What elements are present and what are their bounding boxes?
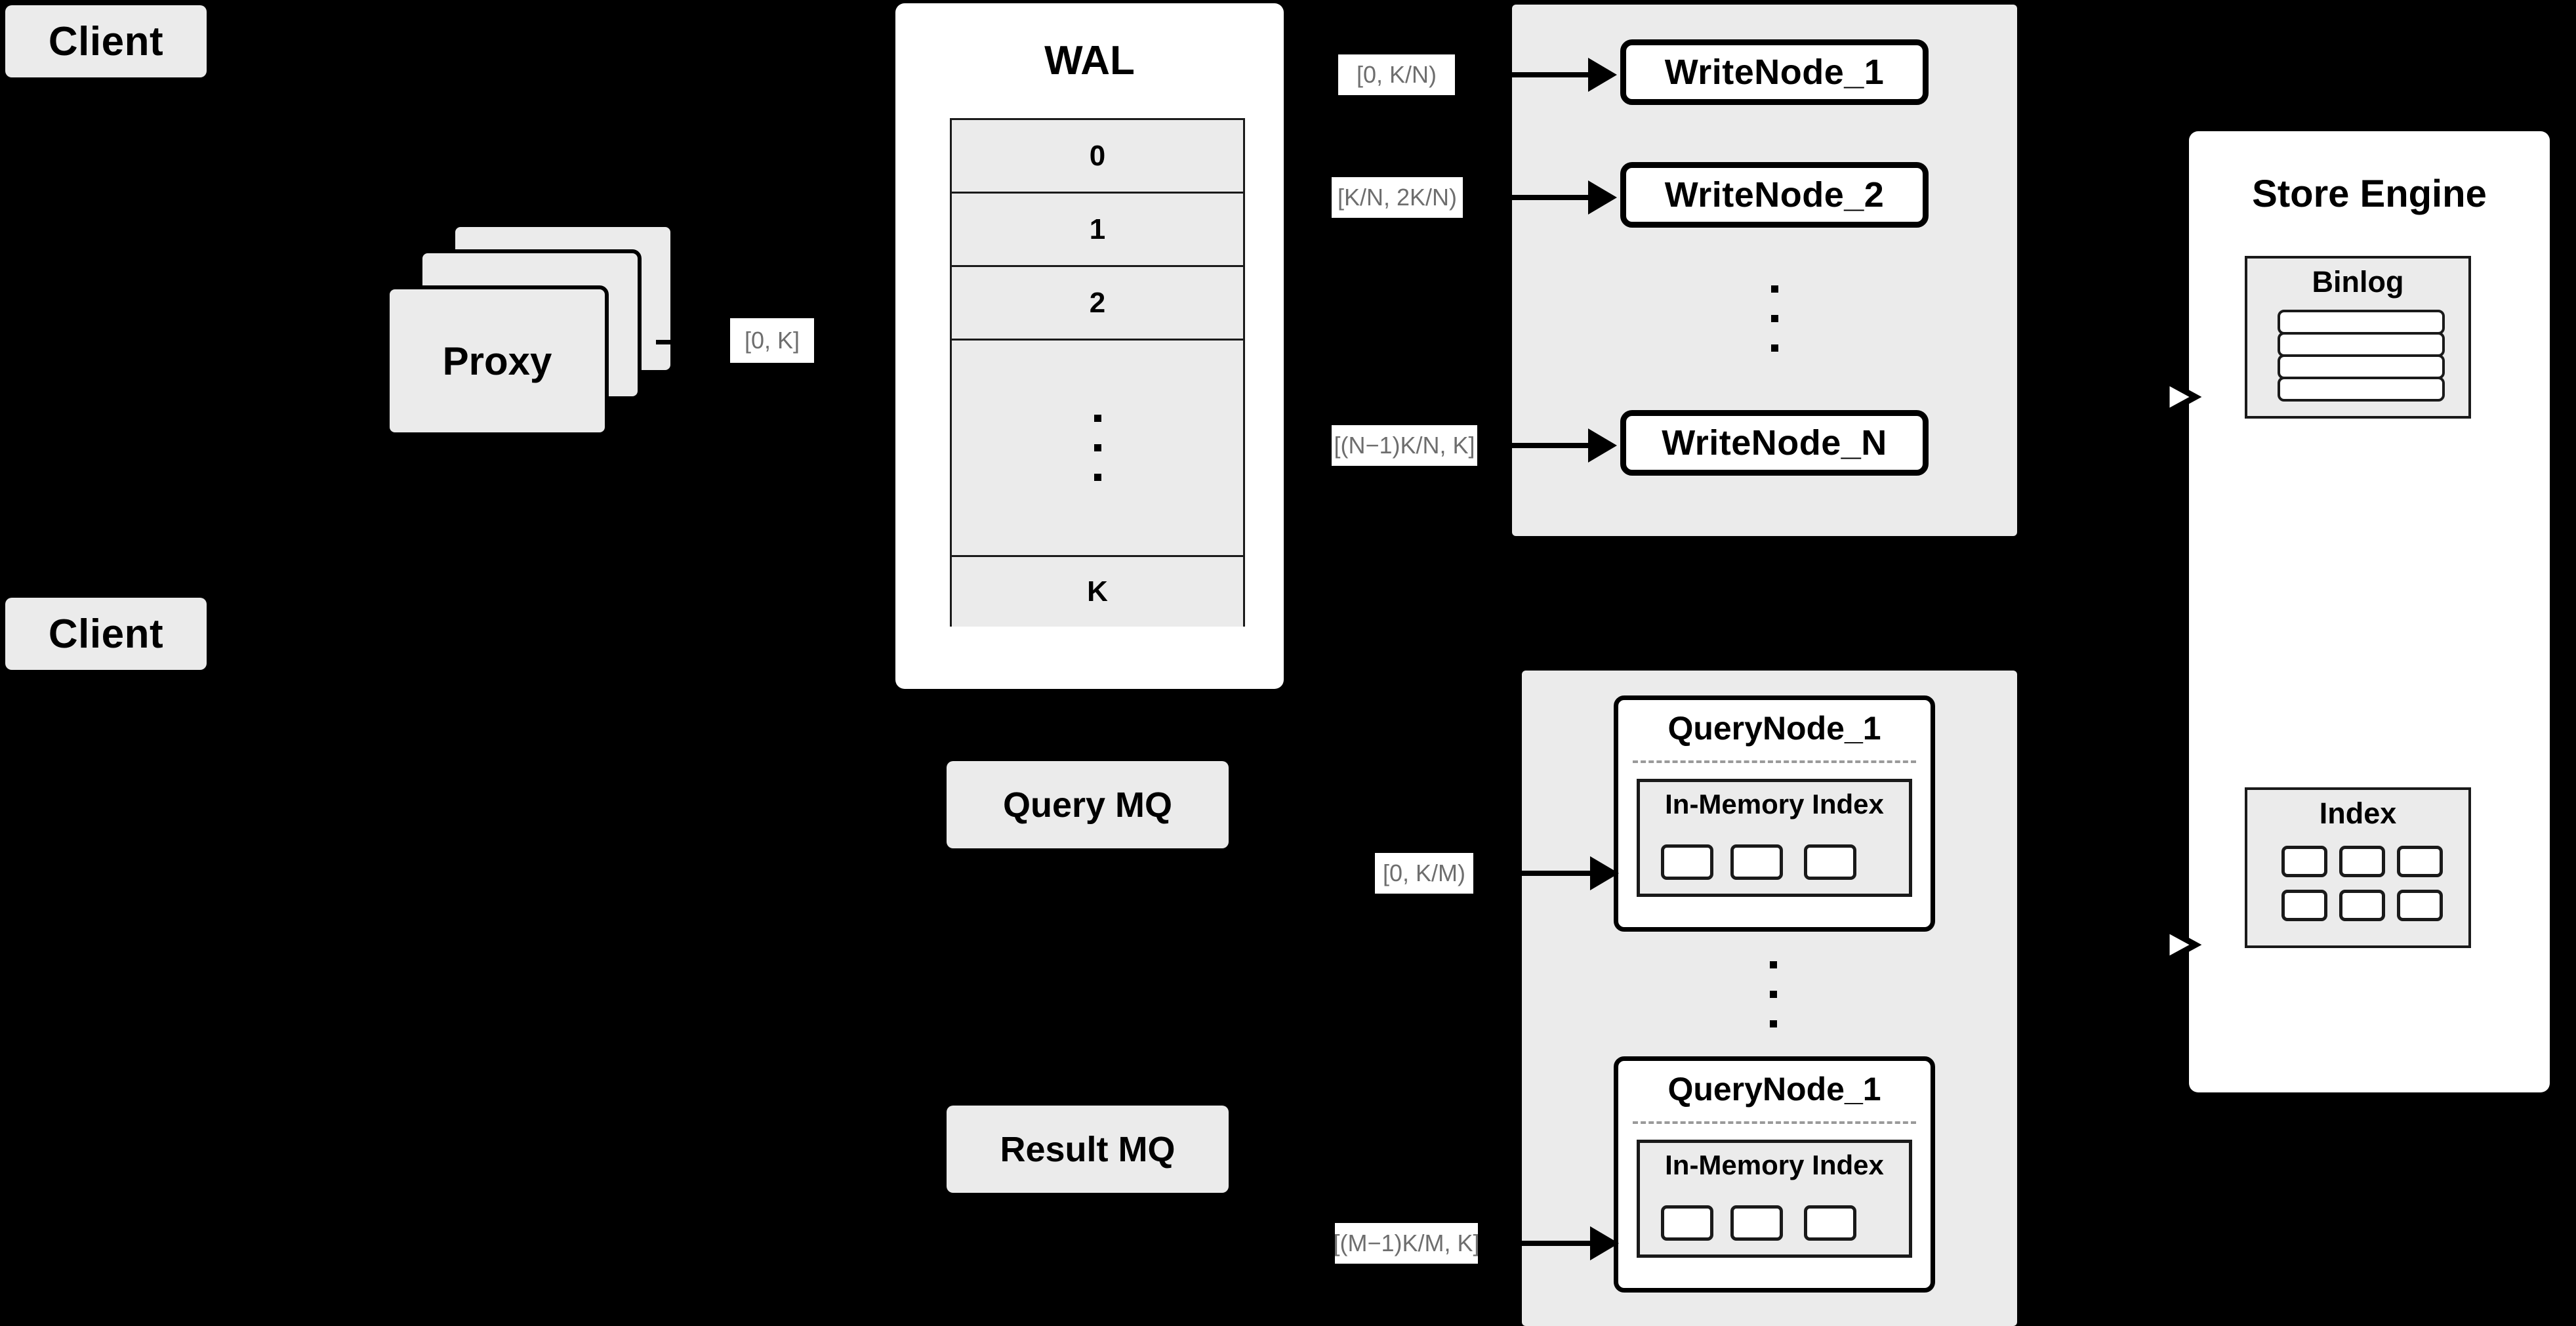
edge-line-write-node-1 bbox=[1496, 72, 1591, 77]
edge-line-query-node-m bbox=[1509, 1241, 1594, 1246]
arrow-head-write-node-1 bbox=[1588, 58, 1617, 92]
edge-line-query-node-1 bbox=[1509, 871, 1594, 876]
store-index-chip[interactable] bbox=[2339, 846, 2385, 877]
store-index-chip[interactable] bbox=[2281, 846, 2327, 877]
wal-row[interactable]: 2 bbox=[952, 267, 1243, 341]
index-chip[interactable] bbox=[1661, 1205, 1713, 1241]
result-mq-node[interactable]: Result MQ bbox=[947, 1106, 1229, 1193]
wal-panel: WAL 0 1 2 K bbox=[895, 3, 1284, 689]
binlog-label: Binlog bbox=[2312, 265, 2404, 299]
wal-row[interactable]: K bbox=[952, 557, 1243, 627]
store-index-label: Index bbox=[2319, 797, 2397, 830]
store-engine-title: Store Engine bbox=[2252, 173, 2487, 215]
query-mq-node[interactable]: Query MQ bbox=[947, 761, 1229, 848]
edge-label-query-node-1: [0, K/M) bbox=[1375, 853, 1473, 894]
in-memory-index-panel: In-Memory Index bbox=[1637, 1140, 1912, 1258]
index-chip[interactable] bbox=[1661, 844, 1713, 880]
binlog-entry[interactable] bbox=[2278, 354, 2445, 379]
write-cluster-ellipsis bbox=[1765, 276, 1784, 361]
index-chip[interactable] bbox=[1804, 844, 1856, 880]
in-memory-index-label: In-Memory Index bbox=[1665, 1150, 1884, 1180]
binlog-entry[interactable] bbox=[2278, 377, 2445, 402]
query-mq-label: Query MQ bbox=[1002, 785, 1173, 825]
wal-entry-table: 0 1 2 K bbox=[950, 118, 1245, 627]
store-index-chip[interactable] bbox=[2339, 890, 2385, 921]
binlog-entry[interactable] bbox=[2278, 332, 2445, 357]
arrow-head-write-node-2 bbox=[1588, 180, 1617, 215]
arrow-to-binlog bbox=[2129, 376, 2202, 418]
query-node-label: QueryNode_1 bbox=[1667, 1071, 1881, 1108]
wal-row-ellipsis bbox=[952, 341, 1243, 557]
arrow-head-write-node-n bbox=[1588, 428, 1617, 463]
store-index-chip[interactable] bbox=[2397, 890, 2443, 921]
edge-label-query-node-m: [(M−1)K/M, K] bbox=[1333, 1223, 1480, 1264]
proxy-out-stub bbox=[656, 340, 679, 344]
edge-line-write-node-2 bbox=[1496, 195, 1591, 200]
write-node-label: WriteNode_1 bbox=[1664, 52, 1885, 92]
edge-label-write-node-2: [K/N, 2K/N) bbox=[1332, 177, 1463, 218]
write-node-label: WriteNode_N bbox=[1662, 423, 1887, 463]
store-engine-panel: Store Engine Binlog Index bbox=[2189, 131, 2550, 1092]
client-node-1[interactable]: Client bbox=[5, 5, 207, 77]
binlog-entry[interactable] bbox=[2278, 310, 2445, 335]
edge-label-write-node-n: [(N−1)K/N, K] bbox=[1332, 425, 1477, 466]
edge-line-write-node-n bbox=[1496, 443, 1591, 448]
write-node-1[interactable]: WriteNode_1 bbox=[1620, 39, 1929, 105]
edge-label-proxy-to-wal: [0, K] bbox=[730, 318, 814, 363]
query-node-divider bbox=[1633, 1121, 1916, 1124]
client-node-2[interactable]: Client bbox=[5, 598, 207, 670]
proxy-label: Proxy bbox=[442, 339, 552, 383]
write-node-n[interactable]: WriteNode_N bbox=[1620, 410, 1929, 476]
in-memory-index-panel: In-Memory Index bbox=[1637, 779, 1912, 897]
result-mq-label: Result MQ bbox=[1000, 1129, 1176, 1169]
proxy-node[interactable]: Proxy bbox=[386, 285, 609, 436]
query-node-label: QueryNode_1 bbox=[1667, 710, 1881, 747]
binlog-panel: Binlog bbox=[2245, 256, 2471, 419]
arrow-head-query-node-m bbox=[1590, 1226, 1619, 1260]
query-node-divider bbox=[1633, 760, 1916, 763]
write-node-2[interactable]: WriteNode_2 bbox=[1620, 162, 1929, 228]
client-label: Client bbox=[48, 611, 164, 657]
wal-row[interactable]: 0 bbox=[952, 120, 1243, 194]
edge-label-write-node-1: [0, K/N) bbox=[1338, 54, 1455, 95]
index-chip[interactable] bbox=[1730, 844, 1783, 880]
write-node-label: WriteNode_2 bbox=[1664, 175, 1885, 215]
index-chip[interactable] bbox=[1804, 1205, 1856, 1241]
query-node-1[interactable]: QueryNode_1 In-Memory Index bbox=[1614, 695, 1935, 932]
store-index-panel: Index bbox=[2245, 787, 2471, 948]
wal-title: WAL bbox=[1044, 38, 1135, 83]
client-label: Client bbox=[48, 18, 164, 64]
wal-row[interactable]: 1 bbox=[952, 194, 1243, 267]
index-chip[interactable] bbox=[1730, 1205, 1783, 1241]
arrow-to-store-index bbox=[2129, 924, 2202, 966]
arrow-head-query-node-1 bbox=[1590, 856, 1619, 890]
store-index-chip[interactable] bbox=[2397, 846, 2443, 877]
store-index-chip[interactable] bbox=[2281, 890, 2327, 921]
query-cluster-ellipsis bbox=[1763, 951, 1783, 1037]
in-memory-index-label: In-Memory Index bbox=[1665, 789, 1884, 819]
query-node-m[interactable]: QueryNode_1 In-Memory Index bbox=[1614, 1056, 1935, 1293]
